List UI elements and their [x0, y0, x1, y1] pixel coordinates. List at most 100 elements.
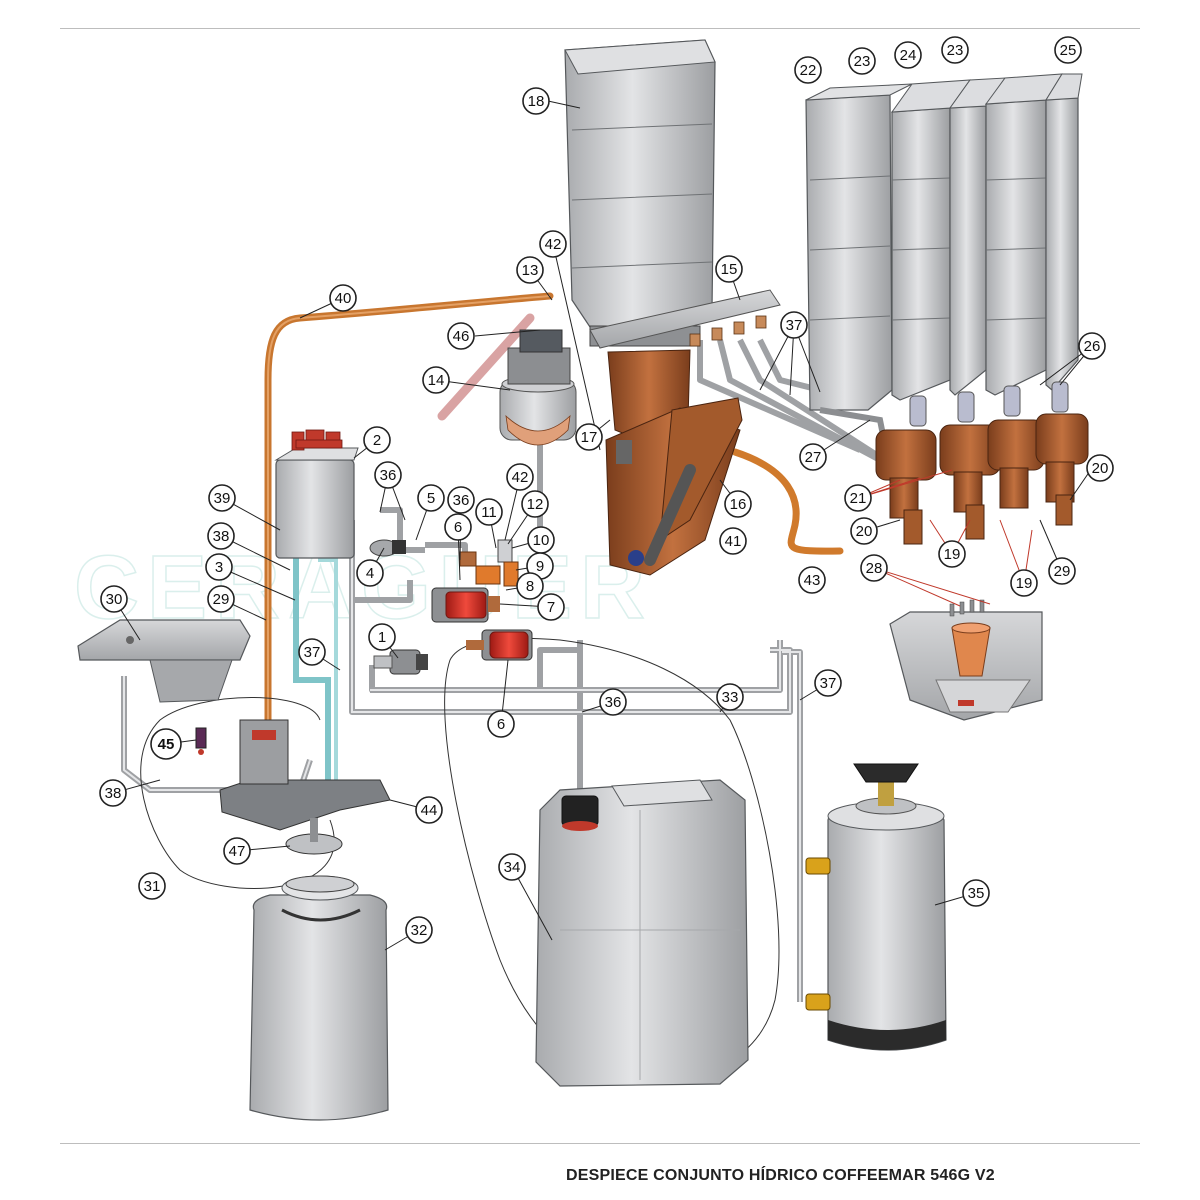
callout-32: 32	[405, 916, 433, 944]
drawing-title: DESPIECE CONJUNTO HÍDRICO COFFEEMAR 546G…	[566, 1167, 995, 1184]
manifold	[589, 289, 781, 349]
canister-23a	[890, 79, 972, 401]
callout-14: 14	[422, 366, 450, 394]
inlet-valve	[373, 649, 428, 675]
callout-37: 37	[780, 311, 808, 339]
callout-36: 36	[599, 688, 627, 716]
callout-12: 12	[521, 490, 549, 518]
svg-text:21: 21	[850, 490, 867, 507]
callout-40: 40	[329, 284, 357, 312]
svg-text:27: 27	[805, 449, 822, 466]
callout-24: 24	[894, 41, 922, 69]
svg-text:39: 39	[214, 490, 231, 507]
coffee-hopper	[564, 39, 716, 347]
svg-text:17: 17	[581, 429, 598, 446]
svg-text:20: 20	[1092, 460, 1109, 477]
svg-text:2: 2	[373, 432, 381, 449]
svg-text:47: 47	[229, 843, 246, 860]
svg-text:36: 36	[380, 467, 397, 484]
svg-text:18: 18	[528, 93, 545, 110]
callout-46: 46	[447, 322, 475, 350]
canister-24	[948, 77, 1006, 396]
product-canisters	[805, 73, 1083, 471]
callout-2: 2	[363, 426, 391, 454]
svg-text:36: 36	[453, 492, 470, 509]
svg-text:9: 9	[536, 558, 544, 575]
svg-text:38: 38	[105, 785, 122, 802]
callout-28: 28	[860, 554, 888, 582]
drip-tray	[77, 619, 251, 703]
svg-text:38: 38	[213, 528, 230, 545]
callout-4: 4	[356, 559, 384, 587]
vent-tube	[437, 313, 535, 421]
callout-42: 42	[539, 230, 567, 258]
callout-36: 36	[374, 461, 402, 489]
svg-text:23: 23	[947, 42, 964, 59]
float	[285, 818, 343, 855]
waste-drum	[249, 875, 389, 1121]
piping-group	[121, 292, 902, 1083]
callout-7: 7	[537, 593, 565, 621]
svg-text:37: 37	[820, 675, 837, 692]
svg-text:23: 23	[854, 53, 871, 70]
water-softener	[805, 763, 947, 1051]
callout-29: 29	[1048, 557, 1076, 585]
mixer-bowls	[875, 413, 1089, 545]
svg-text:6: 6	[454, 519, 462, 536]
callout-43: 43	[798, 566, 826, 594]
mixer-1	[875, 429, 937, 545]
callout-30: 30	[100, 585, 128, 613]
svg-text:37: 37	[786, 317, 803, 334]
callout-6: 6	[444, 513, 472, 541]
top-rule	[60, 28, 1140, 29]
svg-text:20: 20	[856, 523, 873, 540]
svg-text:45: 45	[158, 736, 175, 753]
callout-29: 29	[207, 585, 235, 613]
svg-text:11: 11	[481, 504, 497, 521]
callout-19: 19	[1010, 569, 1038, 597]
svg-text:31: 31	[144, 878, 161, 895]
svg-text:13: 13	[522, 262, 539, 279]
svg-text:26: 26	[1084, 338, 1101, 355]
canister-outlets	[909, 381, 1069, 427]
callout-37: 37	[298, 638, 326, 666]
callout-13: 13	[516, 256, 544, 284]
svg-text:43: 43	[804, 572, 821, 589]
svg-text:22: 22	[800, 62, 817, 79]
boiler	[499, 329, 577, 446]
svg-text:28: 28	[866, 560, 883, 577]
callout-44: 44	[415, 796, 443, 824]
callout-27: 27	[799, 443, 827, 471]
cup-station	[889, 599, 1043, 721]
mixer-2	[939, 424, 1001, 540]
svg-text:29: 29	[213, 591, 230, 608]
pump-lower	[466, 629, 533, 661]
svg-text:29: 29	[1054, 563, 1071, 580]
water-jerrycan	[535, 779, 749, 1087]
callout-5: 5	[417, 484, 445, 512]
pump-base	[219, 719, 391, 831]
callout-26: 26	[1078, 332, 1106, 360]
svg-text:37: 37	[304, 644, 321, 661]
callout-19: 19	[938, 540, 966, 568]
callout-39: 39	[208, 484, 236, 512]
copper-pipe-43	[731, 448, 844, 555]
svg-text:8: 8	[526, 578, 534, 595]
callout-16: 16	[724, 490, 752, 518]
svg-text:16: 16	[730, 496, 747, 513]
svg-text:1: 1	[378, 629, 386, 646]
flowmeter	[369, 539, 406, 557]
callout-23: 23	[941, 36, 969, 64]
svg-text:24: 24	[900, 47, 917, 64]
svg-text:25: 25	[1060, 42, 1077, 59]
callout-23: 23	[848, 47, 876, 75]
callout-8: 8	[516, 572, 544, 600]
svg-text:15: 15	[721, 261, 738, 278]
svg-text:46: 46	[453, 328, 470, 345]
bottom-rule	[60, 1143, 1140, 1144]
brew-unit	[605, 349, 743, 576]
svg-text:42: 42	[512, 469, 529, 486]
mixer-4	[1035, 413, 1089, 526]
air-break-tank	[274, 429, 359, 559]
